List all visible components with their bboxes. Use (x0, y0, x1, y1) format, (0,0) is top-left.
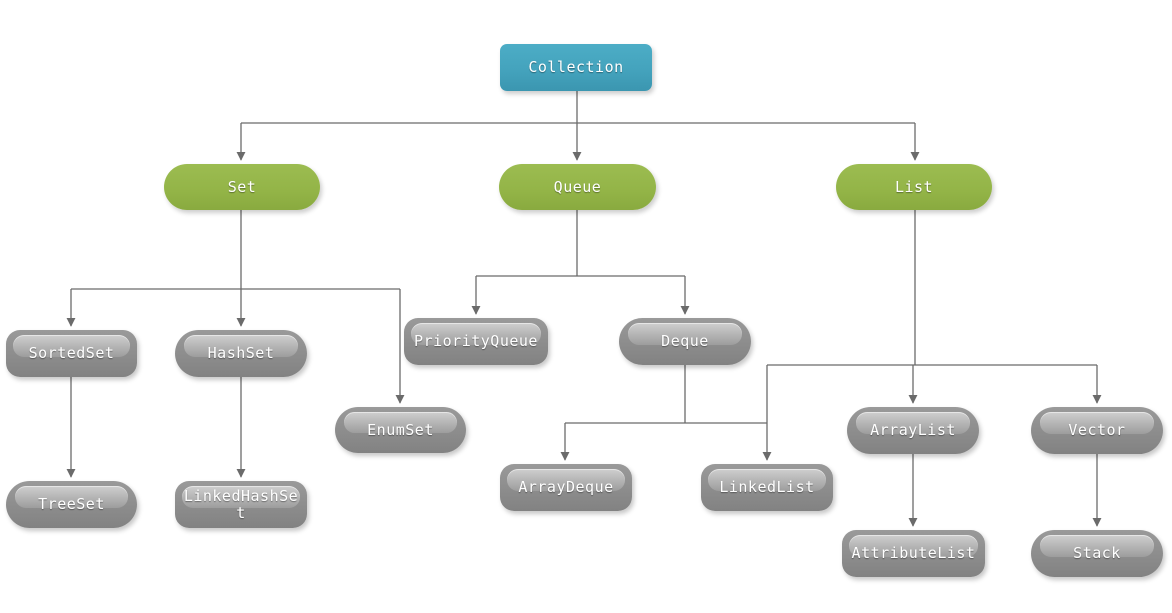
node-deque[interactable]: Deque (619, 318, 751, 365)
node-label: Set (227, 177, 257, 196)
node-label: Collection (528, 58, 624, 76)
node-label: Vector (1068, 421, 1126, 439)
node-attributelist[interactable]: AttributeList (842, 530, 985, 577)
node-queue[interactable]: Queue (499, 164, 656, 210)
node-label: Stack (1073, 544, 1121, 562)
node-treeset[interactable]: TreeSet (6, 481, 137, 528)
node-collection[interactable]: Collection (500, 44, 652, 91)
node-label: EnumSet (367, 420, 434, 439)
node-label: PriorityQueue (414, 332, 538, 350)
node-label: SortedSet (28, 344, 115, 362)
node-label: ArrayDeque (518, 478, 614, 496)
node-list[interactable]: List (836, 164, 992, 210)
node-label: LinkedList (719, 478, 815, 496)
node-vector[interactable]: Vector (1031, 407, 1163, 454)
node-label: LinkedHashSet (183, 486, 299, 522)
node-hashset[interactable]: HashSet (175, 330, 307, 377)
node-sortedset[interactable]: SortedSet (6, 330, 137, 377)
node-set[interactable]: Set (164, 164, 320, 210)
node-linkedlist[interactable]: LinkedList (701, 464, 833, 511)
node-linkedhashset[interactable]: LinkedHashSet (175, 481, 307, 528)
node-label: AttributeList (851, 544, 976, 562)
node-enumset[interactable]: EnumSet (335, 407, 466, 453)
node-label: Deque (661, 332, 709, 350)
node-label: HashSet (207, 344, 275, 362)
node-label: Queue (553, 177, 602, 196)
node-label: TreeSet (38, 495, 105, 513)
node-arraylist[interactable]: ArrayList (847, 407, 979, 454)
node-priorityqueue[interactable]: PriorityQueue (404, 318, 548, 365)
node-stack[interactable]: Stack (1031, 530, 1163, 577)
node-label: List (894, 177, 934, 196)
node-arraydeque[interactable]: ArrayDeque (500, 464, 632, 511)
node-label: ArrayList (870, 421, 956, 439)
